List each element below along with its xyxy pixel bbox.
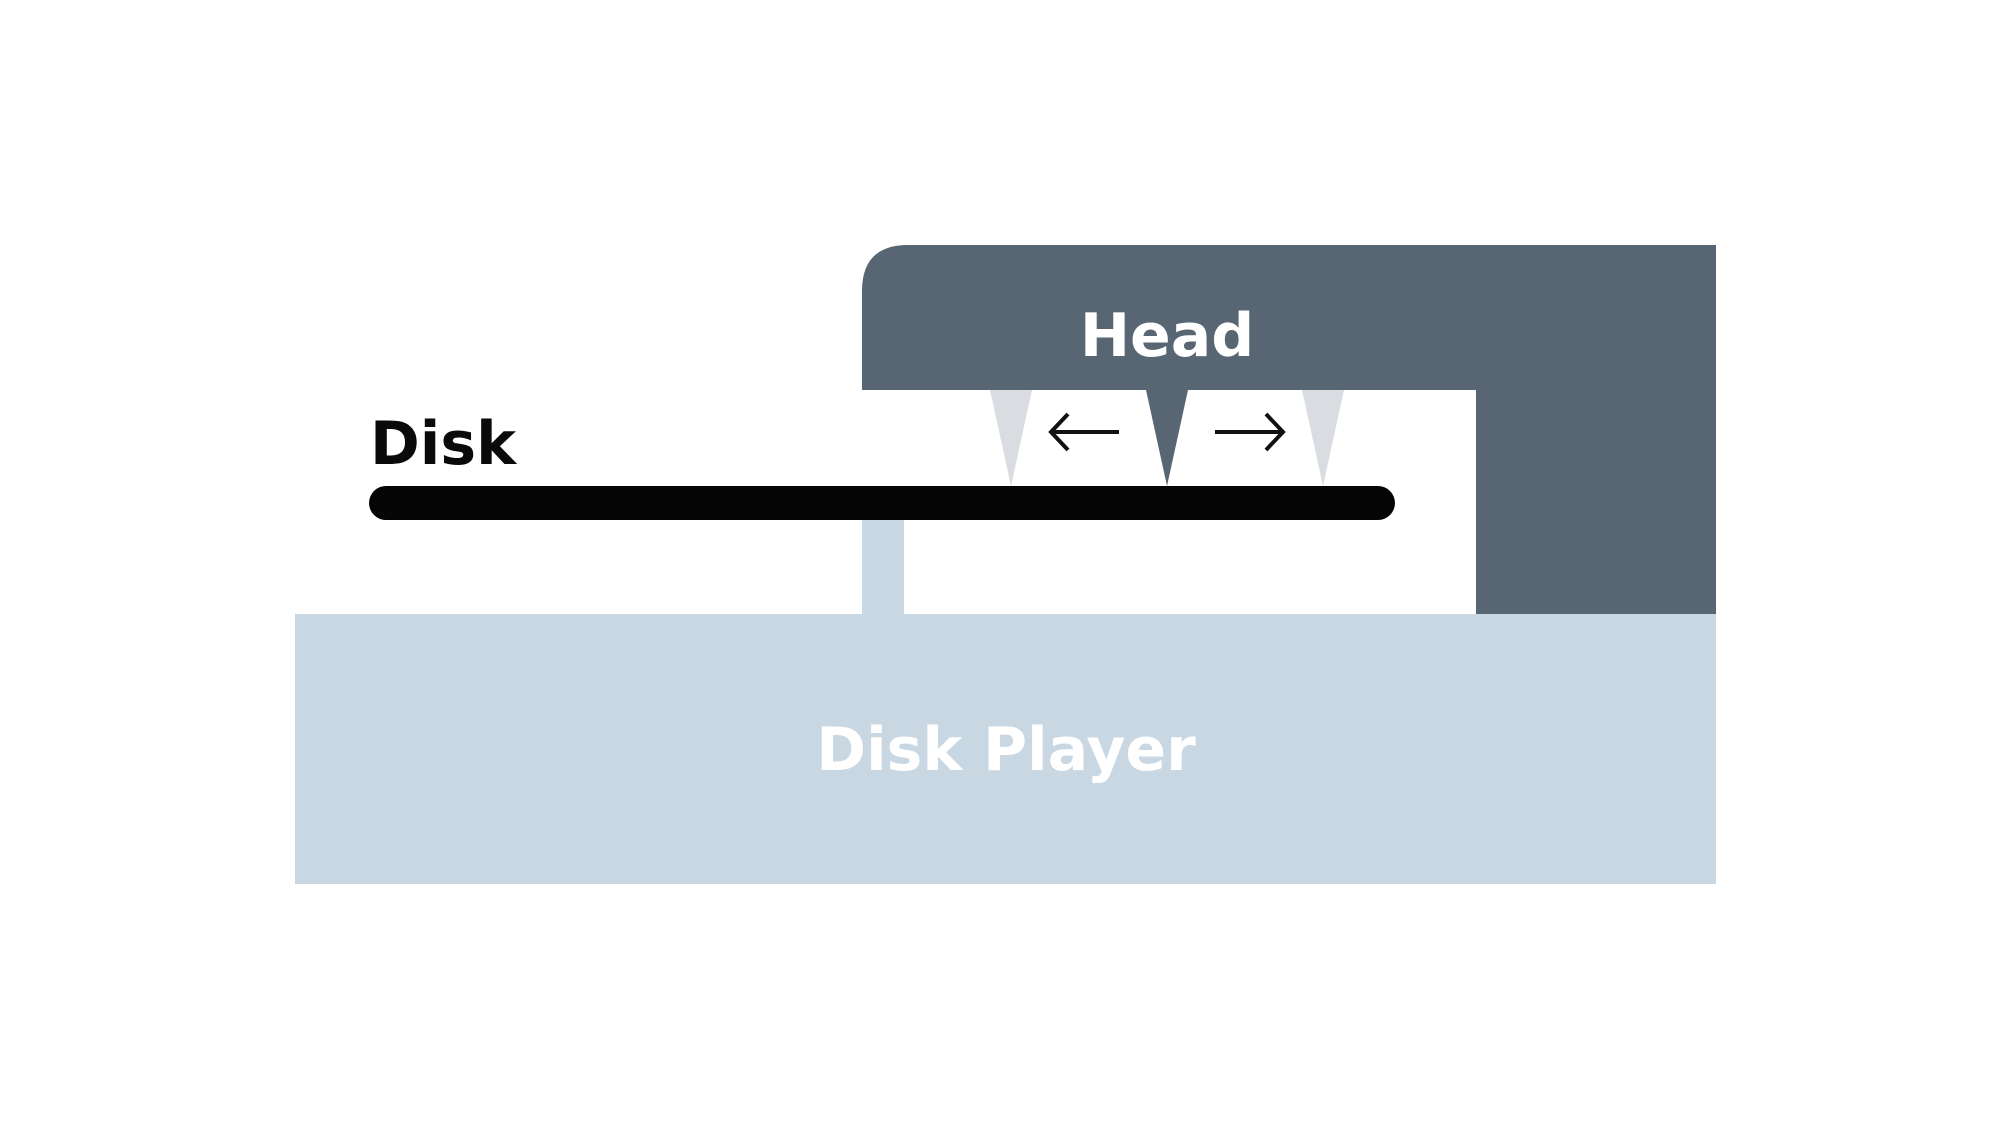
head-assembly (862, 245, 1716, 614)
disk-spindle (862, 515, 904, 617)
head-label: Head (1080, 301, 1254, 371)
disk-player-base (295, 614, 1716, 884)
needle-active (1146, 390, 1188, 486)
needle-ghost-left (990, 390, 1032, 486)
arrow-left-icon (1048, 412, 1119, 452)
arrow-right-icon (1215, 412, 1286, 452)
disk-player-label: Disk Player (816, 715, 1196, 785)
disk-label: Disk (370, 409, 518, 479)
needle-ghost-right (1302, 390, 1344, 486)
